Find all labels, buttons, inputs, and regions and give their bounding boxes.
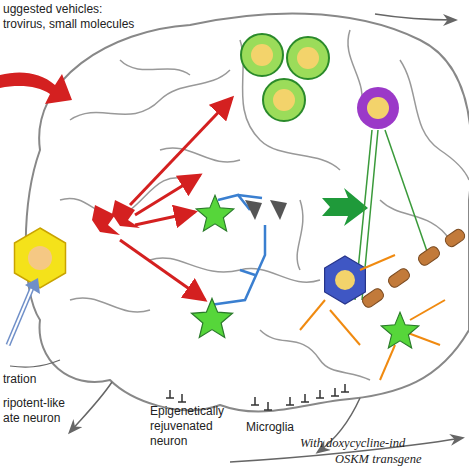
method-note: OSKM transgene xyxy=(335,452,465,467)
vehicle-note: trovirus, small molecules xyxy=(3,17,163,32)
route-note: tration xyxy=(3,372,63,387)
method-note: With doxycycline-ind xyxy=(300,436,465,451)
vehicle-note: uggested vehicles: xyxy=(3,2,143,17)
cell-label: Epigenetically rejuvenated neuron xyxy=(150,404,238,449)
cell-label: Microglia xyxy=(246,420,316,435)
cell-label: ripotent-like ate neuron xyxy=(3,396,83,426)
